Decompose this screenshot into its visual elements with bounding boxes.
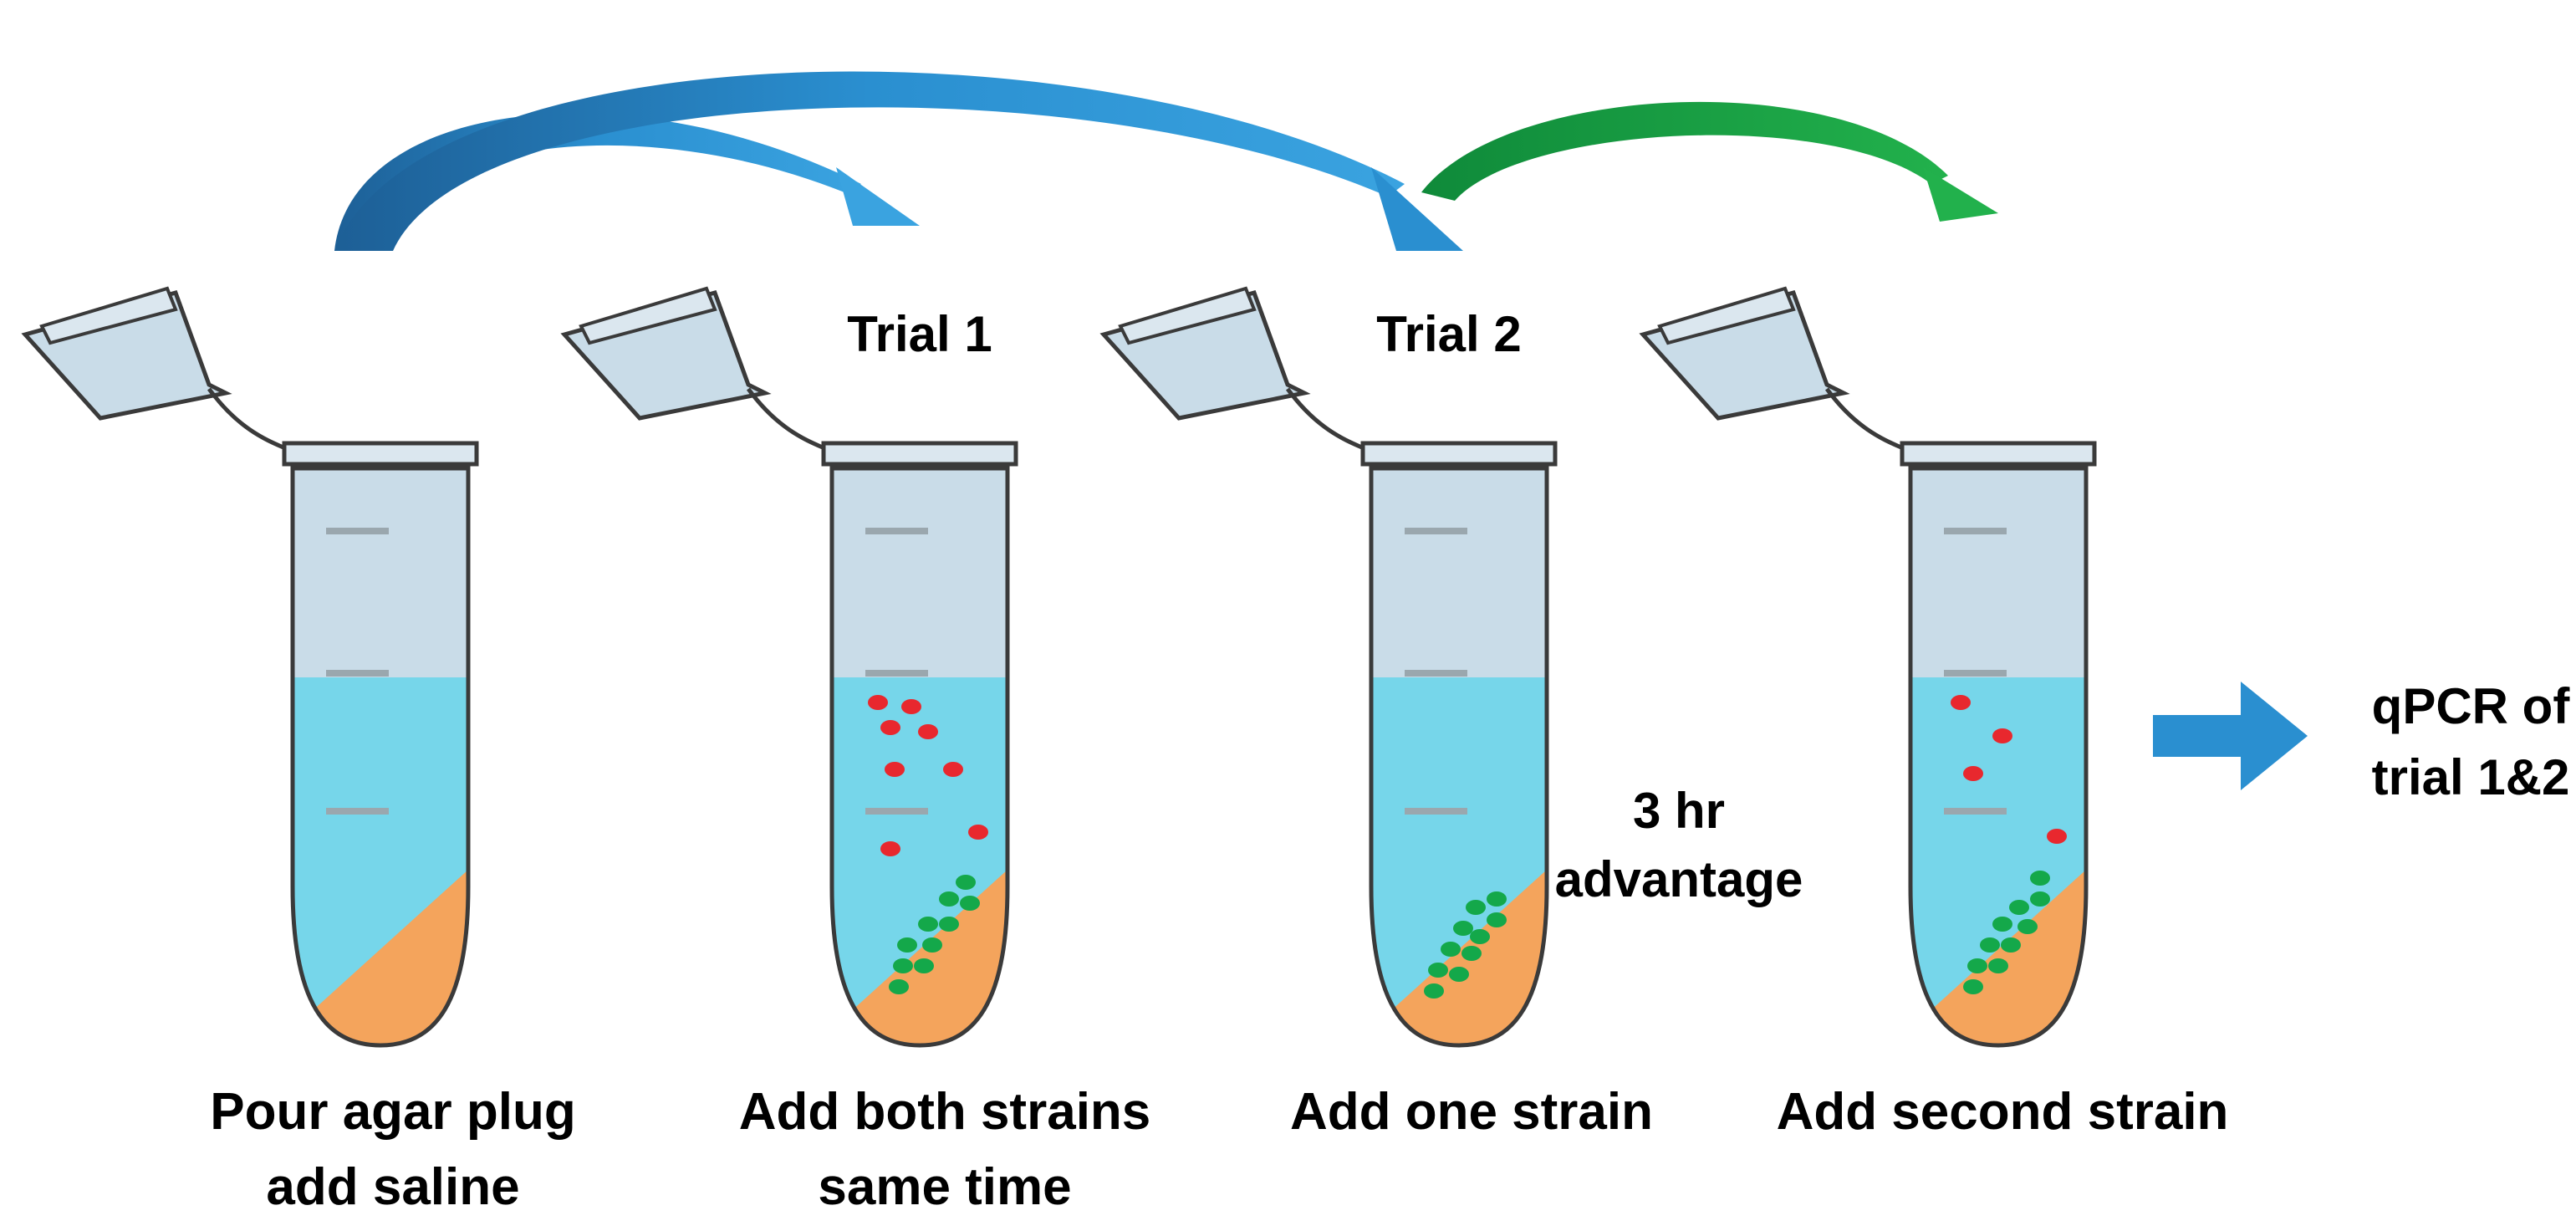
tube-1-caption-line1: Pour agar plug bbox=[210, 1083, 575, 1141]
curved-arrow-icon bbox=[1421, 101, 1948, 201]
tube-2-caption-line2: same time bbox=[818, 1158, 1071, 1216]
tube-2-caption-line1: Add both strains bbox=[739, 1083, 1151, 1141]
advantage-label-line1: 3 hr bbox=[1633, 783, 1725, 839]
trial-1-label: Trial 1 bbox=[847, 306, 992, 362]
tube-4-caption: Add second strain bbox=[1777, 1083, 2229, 1141]
green-strain-cells bbox=[889, 875, 980, 994]
tube-3 bbox=[1099, 286, 1558, 1048]
trial-2-label: Trial 2 bbox=[1376, 306, 1521, 362]
microcentrifuge-tube-icon bbox=[560, 286, 1018, 1048]
arrowhead-icon bbox=[836, 167, 920, 226]
advantage-label-line2: advantage bbox=[1555, 851, 1803, 907]
arrowhead-icon bbox=[1923, 167, 1998, 222]
tube-1 bbox=[21, 286, 479, 1048]
qpcr-label-line1: qPCR of bbox=[2372, 678, 2571, 734]
qpcr-label-line2: trial 1&2 bbox=[2372, 749, 2570, 805]
tube-3-caption: Add one strain bbox=[1290, 1083, 1653, 1141]
right-arrow-icon bbox=[2153, 682, 2308, 790]
arrowhead-icon bbox=[1371, 167, 1463, 251]
microcentrifuge-tube-icon bbox=[1639, 286, 2097, 1048]
tube-2 bbox=[560, 286, 1018, 1048]
green-strain-cells bbox=[1963, 871, 2050, 994]
microcentrifuge-tube-icon bbox=[21, 286, 479, 1048]
red-strain-cells bbox=[868, 695, 988, 856]
microcentrifuge-tube-icon bbox=[1099, 286, 1558, 1048]
red-strain-cells bbox=[1951, 695, 2067, 844]
green-strain-cells bbox=[1424, 891, 1507, 999]
transfer-arrows bbox=[334, 71, 1998, 251]
tube-1-caption-line2: add saline bbox=[266, 1158, 519, 1216]
tube-4 bbox=[1639, 286, 2097, 1048]
curved-arrow-icon bbox=[334, 71, 1405, 251]
